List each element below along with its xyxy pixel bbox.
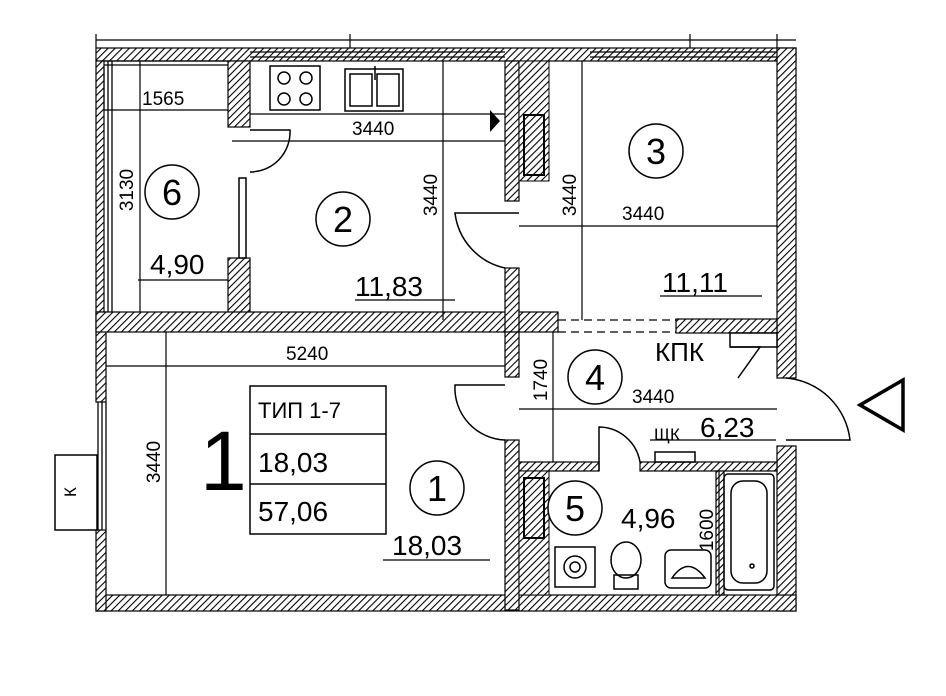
doors: [238, 129, 851, 471]
kitchen-window: [250, 51, 505, 58]
room-6-number: 6: [162, 172, 182, 213]
bedroom-opening: [558, 319, 676, 333]
bedroom-window: [590, 51, 777, 58]
wall-mid-horizontal: [95, 311, 559, 333]
total-area-value: 57,06: [258, 496, 328, 527]
dim-living-height: 3440: [144, 441, 165, 483]
walls: [95, 47, 797, 612]
room-1-area: 18,03: [392, 530, 462, 561]
wall-balcony-left: [95, 60, 105, 313]
room-3-area: 11,11: [662, 267, 728, 298]
dim-arrow-kitchen: [490, 110, 500, 132]
wall-mid-horizontal-right: [675, 318, 778, 334]
door-kitchen: [454, 212, 519, 269]
wall-right-upper: [776, 47, 797, 379]
balcony-glazing: [104, 60, 228, 312]
door-entrance: [785, 377, 851, 441]
dim-bedroom-height: 3440: [560, 174, 581, 216]
wall-left-living-lower: [95, 529, 107, 612]
dim-kitchen-width: 3440: [352, 119, 394, 140]
k-label: К: [61, 487, 80, 497]
dim-hall-height: 1740: [531, 359, 552, 401]
room-4-area: 6,23: [700, 412, 755, 443]
room-1-number: 1: [427, 468, 447, 509]
dim-living-width: 5240: [286, 344, 328, 365]
living-window: [97, 402, 107, 530]
stove: [269, 65, 321, 111]
door-living: [454, 384, 506, 441]
kpk-label: КПК: [655, 337, 704, 367]
wall-kitchen-bedroom: [504, 60, 520, 202]
info-table: [249, 385, 387, 535]
living-area-value: 18,03: [258, 447, 328, 478]
door-balcony: [249, 129, 291, 173]
dim-balcony-width: 1565: [142, 89, 184, 110]
wall-top: [95, 47, 797, 62]
wall-hall-bath-right: [639, 461, 778, 472]
dim-balcony-height: 3130: [117, 169, 138, 211]
dim-kitchen-height: 3440: [421, 174, 442, 216]
wall-hall-bath: [518, 461, 600, 472]
k-box: [54, 454, 98, 531]
wall-living-hall: [504, 331, 520, 378]
type-label: ТИП 1-7: [258, 398, 341, 423]
wall-balcony-kitchen: [227, 60, 251, 128]
room-2-number: 2: [333, 199, 353, 240]
dim-bedroom-width: 3440: [622, 204, 664, 225]
kitchen-sink: [344, 66, 404, 112]
wall-right-lower: [776, 445, 797, 612]
wall-kitchen-bedroom-lower: [504, 267, 520, 333]
shk-label: ЩК: [654, 425, 680, 444]
toilet: [610, 541, 642, 590]
door-bath: [598, 426, 641, 471]
dim-bath-height: 1600: [697, 509, 718, 551]
washbasin: [664, 549, 712, 589]
apartment-number: 1: [200, 414, 247, 508]
wall-living-hall-lower: [504, 439, 520, 611]
washing-machine: [554, 546, 596, 588]
room-5-number: 5: [565, 488, 585, 529]
shk-cabinet: [654, 451, 696, 463]
dimension-lines: [95, 34, 796, 595]
bathtub: [723, 473, 775, 591]
room-5-area: 4,96: [621, 503, 676, 534]
kpk-box: [729, 332, 778, 379]
room-3-number: 3: [646, 131, 666, 172]
room-6-area: 4,90: [150, 249, 205, 280]
dim-hall-width: 3440: [632, 387, 674, 408]
wall-bottom: [95, 594, 797, 612]
room-2-area: 11,83: [355, 271, 423, 302]
room-circles: [144, 123, 684, 536]
room-4-number: 4: [585, 357, 605, 398]
entrance-marker: [856, 376, 905, 434]
vent-shaft-details: [523, 114, 545, 539]
